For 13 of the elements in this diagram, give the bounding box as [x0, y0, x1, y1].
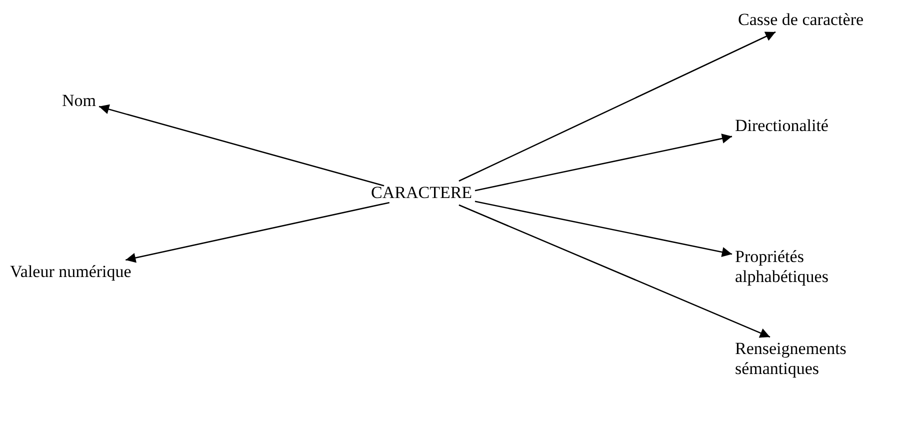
arrow — [98, 104, 384, 186]
node-label: Valeur numérique — [7, 260, 134, 284]
node-label: Casse de caractère — [735, 8, 867, 32]
node-label: Directionalité — [732, 114, 832, 138]
node-label: Nom — [59, 89, 99, 114]
arrow — [126, 202, 390, 263]
arrow — [458, 204, 770, 338]
arrow — [458, 31, 776, 182]
node-label: CARACTERE — [368, 181, 476, 206]
arrow — [474, 134, 732, 192]
node-label: Renseignements sémantiques — [732, 337, 908, 382]
arrow — [474, 200, 732, 257]
node-label: Propriétés alphabétiques — [732, 245, 863, 290]
